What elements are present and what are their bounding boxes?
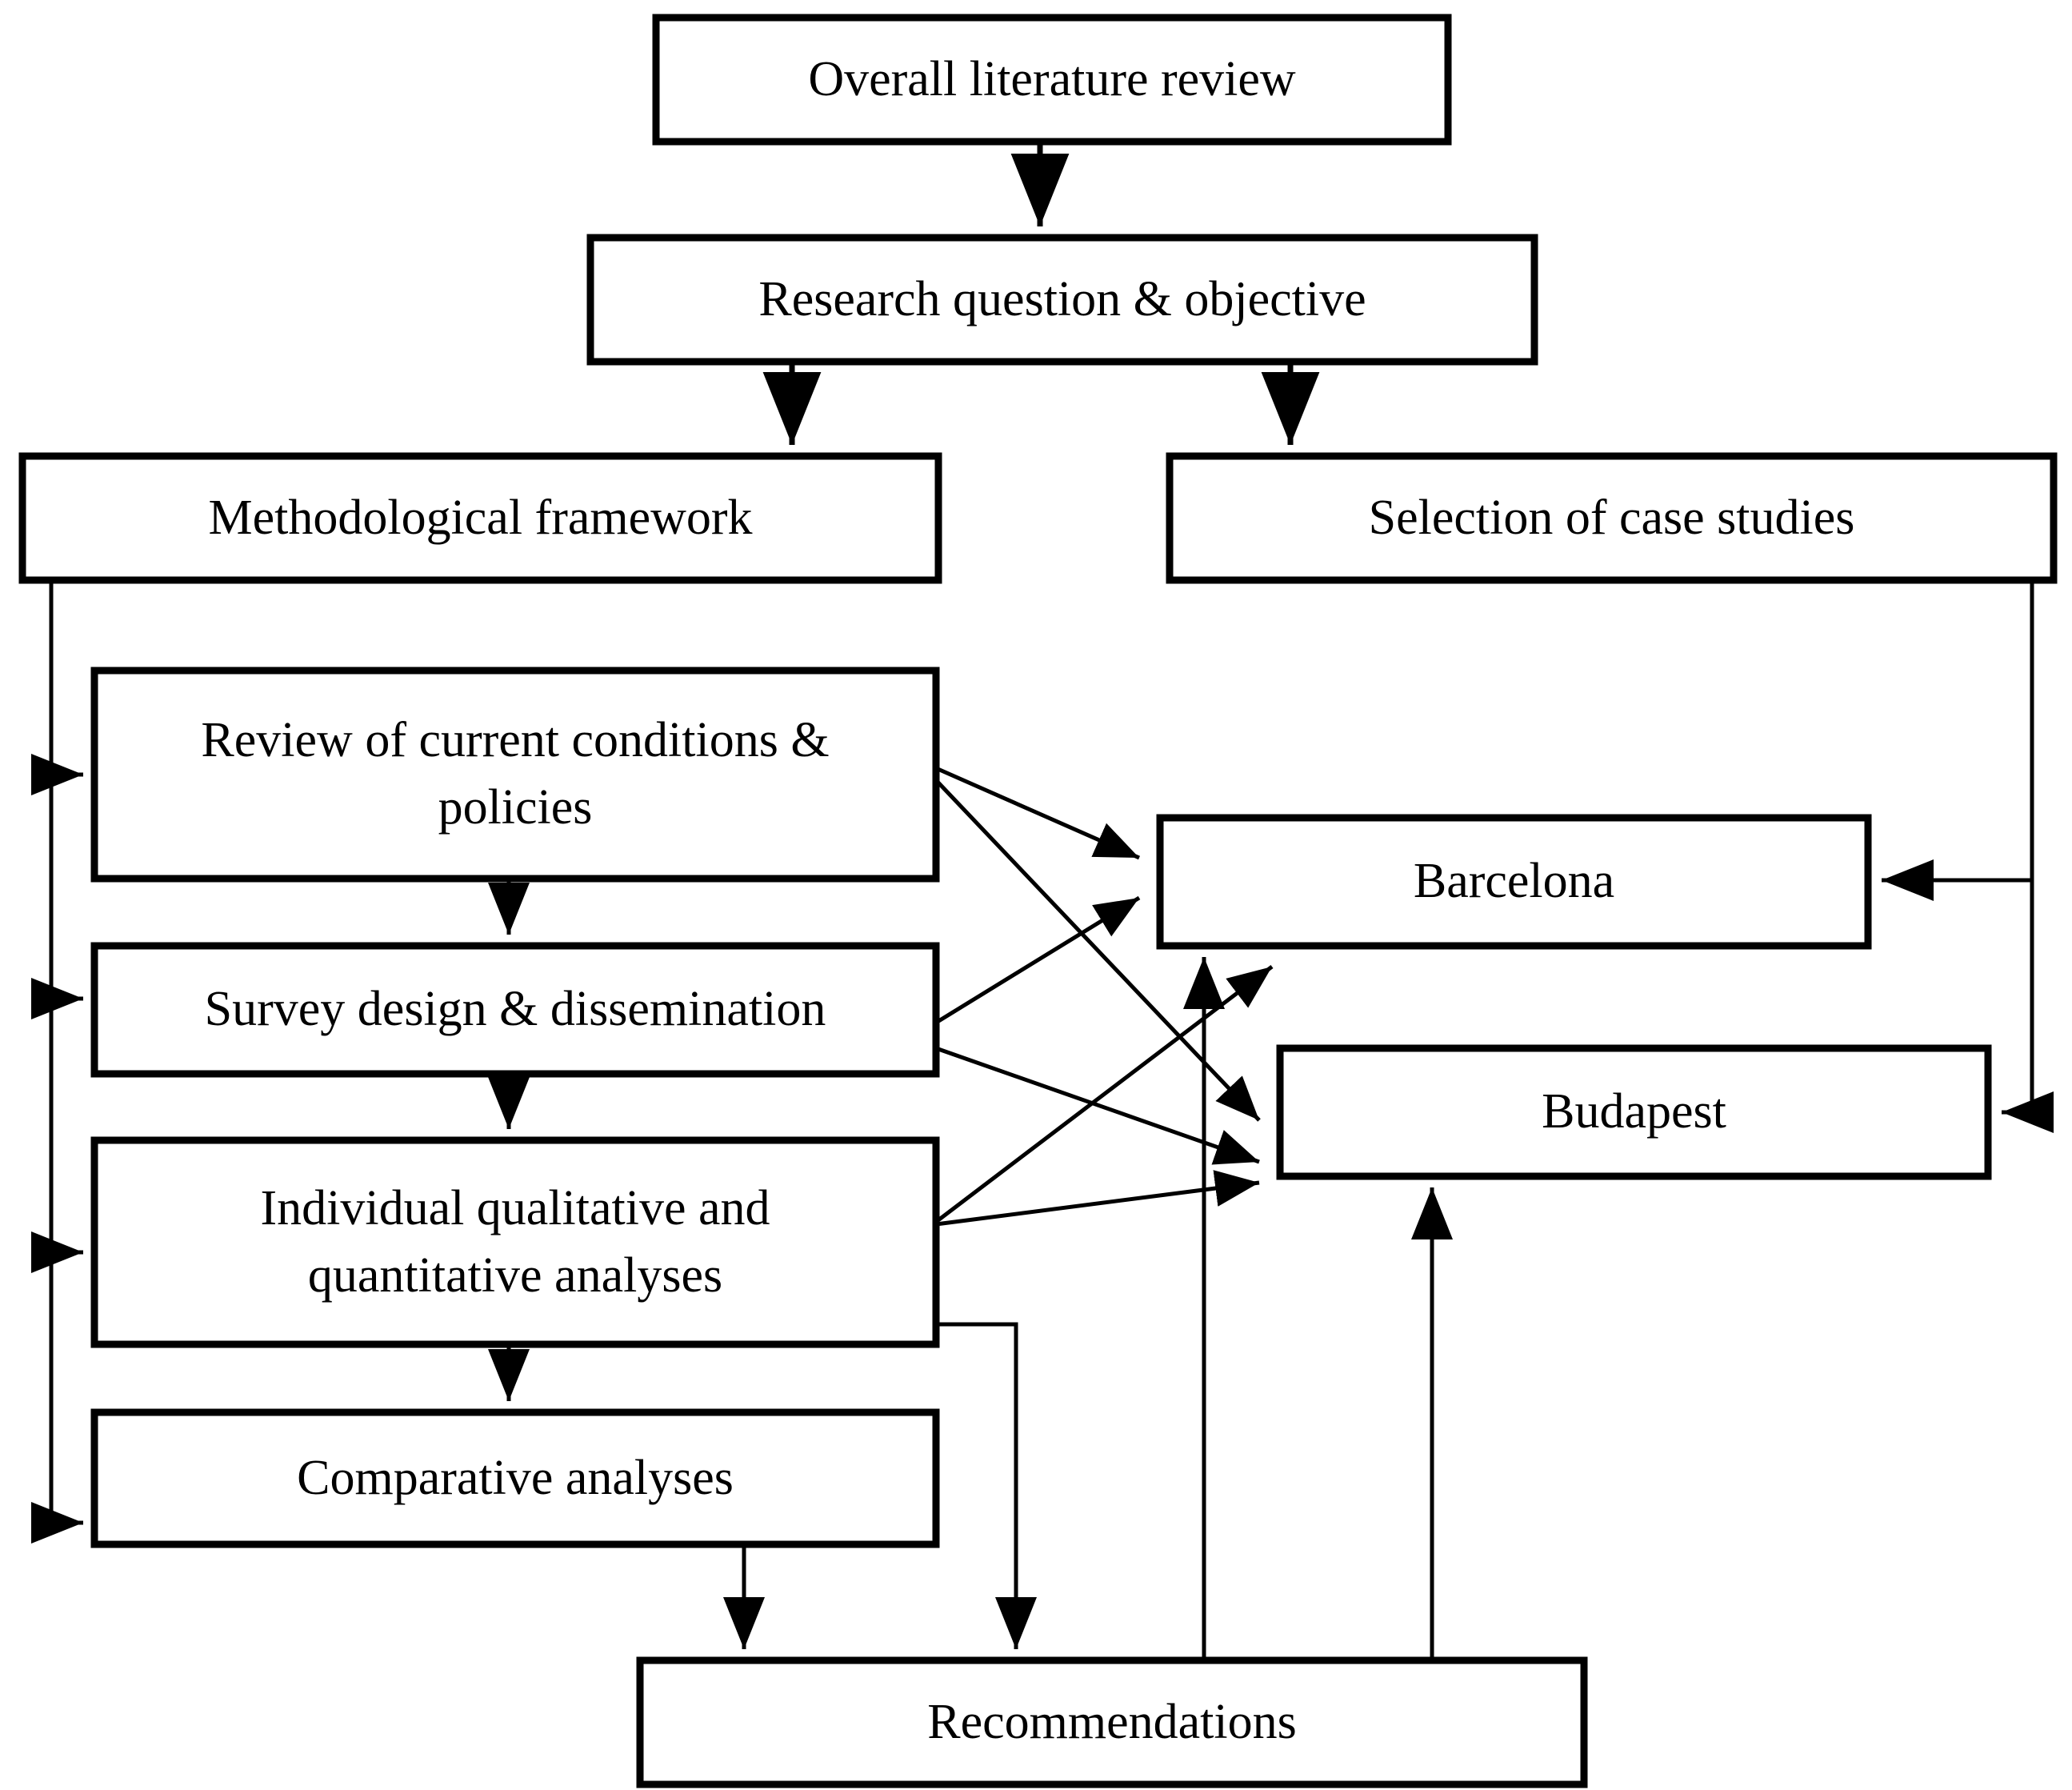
edge-survey-to-barcelona	[934, 895, 1141, 1025]
edge-individual-to-recommendations	[936, 1322, 1037, 1649]
node-individual-analyses	[90, 1136, 940, 1348]
node-review-of-current-conditions	[90, 667, 940, 883]
node-comparative-analyses	[90, 1408, 940, 1548]
node-overall-literature-review	[652, 14, 1452, 146]
edge-selection-to-budapest	[2002, 880, 2054, 1133]
edge-individual-to-barcelona	[934, 965, 1274, 1223]
node-methodological-framework	[18, 452, 942, 584]
edge-selection-to-barcelona	[1882, 580, 2034, 901]
node-research-question	[586, 234, 1538, 366]
edge-individual-to-budapest	[935, 1170, 1260, 1227]
edge-review-to-barcelona	[934, 766, 1141, 860]
node-selection-of-case-studies	[1166, 452, 2058, 584]
node-recommendations	[636, 1656, 1588, 1788]
node-survey-design	[90, 942, 940, 1078]
edge-survey-to-budapest	[935, 1046, 1260, 1165]
node-barcelona	[1156, 814, 1872, 950]
node-budapest	[1276, 1044, 1992, 1180]
